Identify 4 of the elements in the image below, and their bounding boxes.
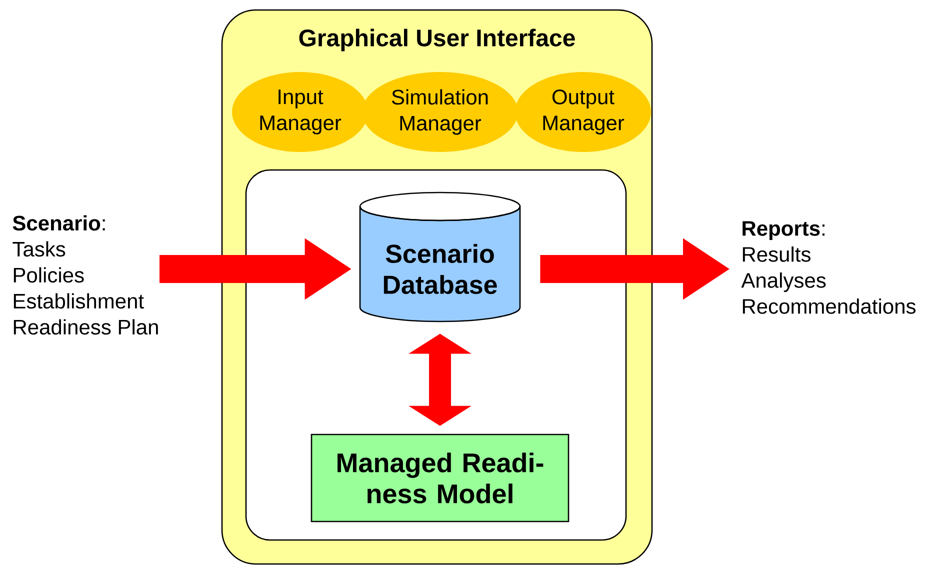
model-box: Managed Readi- ness Model [310,434,570,522]
database-cylinder: Scenario Database [359,192,521,322]
text-list: Reports: Results Analyses Recommendations [741,221,916,314]
text-list: Scenario: Tasks Policies Establishment Readiness Plan [12,215,158,335]
